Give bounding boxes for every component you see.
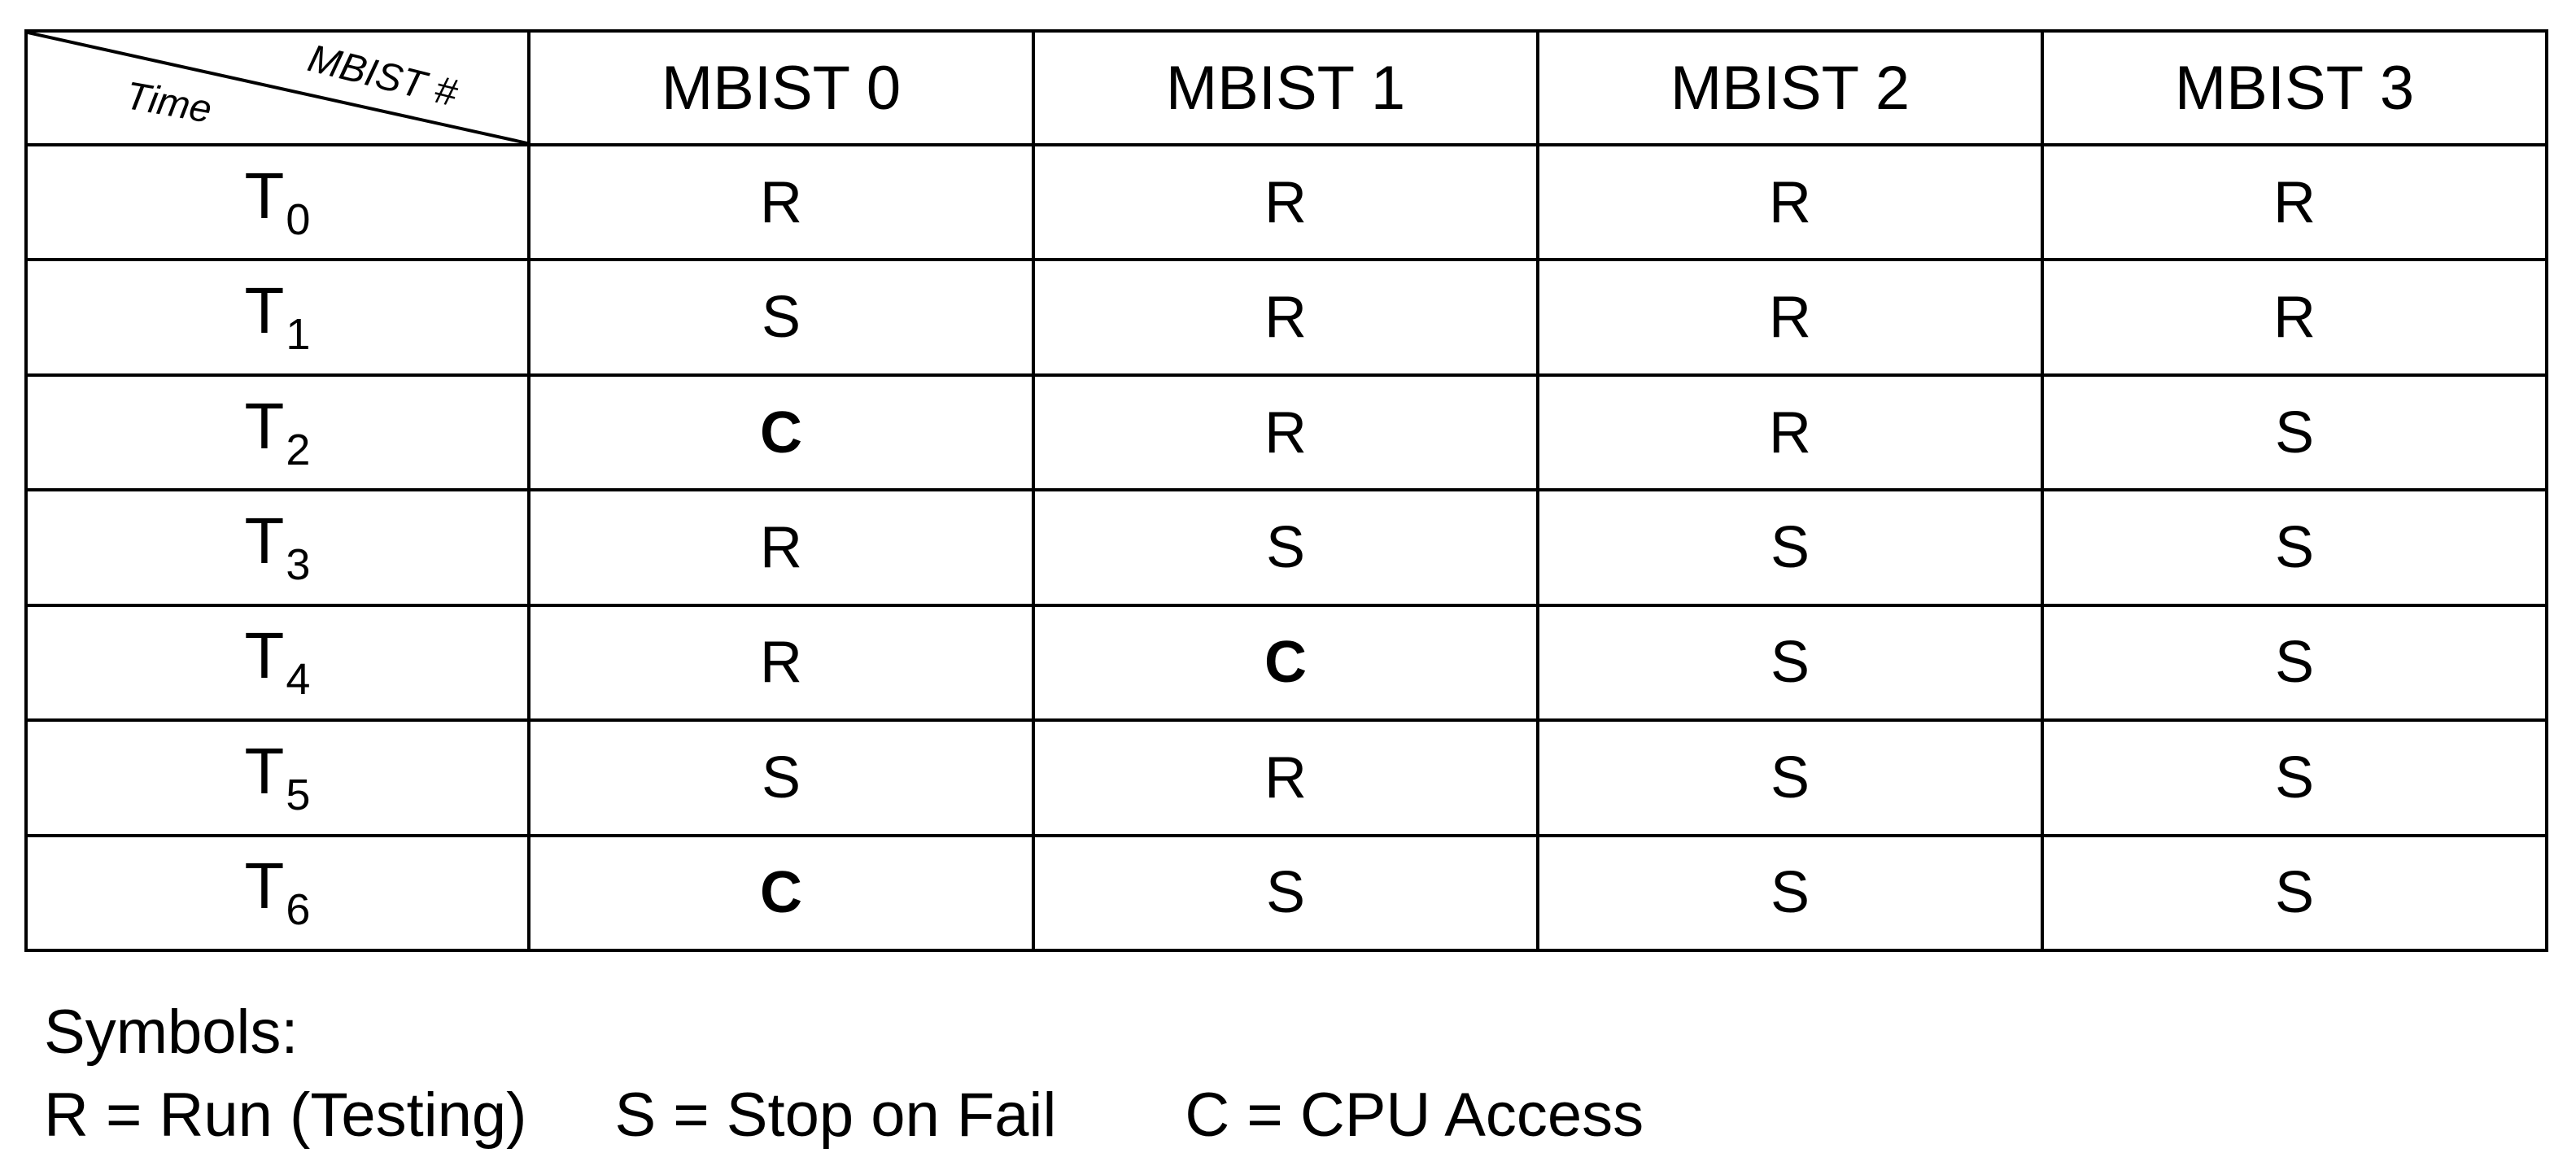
- status-cell: S: [2041, 488, 2548, 607]
- status-cell: S: [1536, 718, 2044, 837]
- time-letter: T: [244, 389, 285, 462]
- status-cell: S: [527, 718, 1035, 837]
- legend-item-cpu: C = CPU Access: [1185, 1081, 1644, 1150]
- status-cell: R: [1032, 373, 1539, 492]
- status-cell: R: [1032, 258, 1539, 377]
- status-cell: S: [1536, 603, 2044, 723]
- time-subscript: 0: [286, 194, 311, 244]
- time-subscript: 3: [286, 539, 311, 589]
- time-label: T6: [244, 849, 311, 934]
- status-cell: S: [1032, 833, 1539, 953]
- time-cell: T0: [24, 142, 530, 262]
- time-label: T5: [244, 734, 311, 819]
- time-cell: T3: [24, 488, 530, 607]
- time-label: T3: [244, 504, 311, 589]
- status-cell: S: [2041, 373, 2548, 492]
- column-header-mbist-3: MBIST 3: [2041, 29, 2548, 146]
- time-letter: T: [244, 159, 285, 232]
- time-label: T2: [244, 389, 311, 474]
- status-cell: R: [2041, 142, 2548, 262]
- status-cell: S: [1536, 833, 2044, 953]
- time-subscript: 5: [286, 770, 311, 819]
- legend-item-stop: S = Stop on Fail: [614, 1081, 1057, 1150]
- time-letter: T: [244, 274, 285, 347]
- mbist-schedule-table: MBIST # Time MBIST 0 MBIST 1 MBIST 2 MBI…: [24, 29, 2548, 953]
- time-cell: T4: [24, 603, 530, 723]
- status-cell: R: [527, 488, 1035, 607]
- status-cell: C: [1032, 603, 1539, 723]
- corner-header-cell: MBIST # Time: [24, 29, 530, 146]
- status-cell: R: [2041, 258, 2548, 377]
- diagonal-divider: [28, 33, 527, 143]
- time-subscript: 4: [286, 655, 311, 705]
- time-subscript: 2: [286, 425, 311, 474]
- column-header-mbist-0: MBIST 0: [527, 29, 1035, 146]
- column-header-mbist-1: MBIST 1: [1032, 29, 1539, 146]
- time-letter: T: [244, 734, 285, 807]
- status-cell: R: [1536, 142, 2044, 262]
- time-letter: T: [244, 619, 285, 692]
- legend-title: Symbols:: [44, 998, 299, 1067]
- time-label: T1: [244, 274, 311, 359]
- time-cell: T2: [24, 373, 530, 492]
- symbols-legend: Symbols: R = Run (Testing) S = Stop on Fa…: [44, 991, 1644, 1157]
- status-cell: R: [527, 142, 1035, 262]
- legend-item-run: R = Run (Testing): [44, 1081, 527, 1150]
- time-cell: T1: [24, 258, 530, 377]
- legend-items: R = Run (Testing) S = Stop on Fail C = CPU…: [44, 1074, 1644, 1157]
- status-cell: S: [1032, 488, 1539, 607]
- status-cell: R: [1032, 142, 1539, 262]
- time-letter: T: [244, 849, 285, 923]
- status-cell: R: [1032, 718, 1539, 837]
- status-cell: C: [527, 373, 1035, 492]
- time-subscript: 6: [286, 885, 311, 935]
- status-cell: C: [527, 833, 1035, 953]
- status-cell: S: [2041, 833, 2548, 953]
- time-label: T4: [244, 619, 311, 704]
- status-cell: S: [2041, 718, 2548, 837]
- status-cell: S: [527, 258, 1035, 377]
- status-cell: R: [1536, 258, 2044, 377]
- status-cell: R: [1536, 373, 2044, 492]
- time-label: T0: [244, 159, 311, 244]
- time-letter: T: [244, 504, 285, 577]
- time-cell: T5: [24, 718, 530, 837]
- time-subscript: 1: [286, 310, 311, 360]
- time-cell: T6: [24, 833, 530, 953]
- status-cell: R: [527, 603, 1035, 723]
- header-row: MBIST # Time MBIST 0 MBIST 1 MBIST 2 MBI…: [24, 29, 2548, 146]
- column-header-mbist-2: MBIST 2: [1536, 29, 2044, 146]
- status-cell: S: [2041, 603, 2548, 723]
- status-cell: S: [1536, 488, 2044, 607]
